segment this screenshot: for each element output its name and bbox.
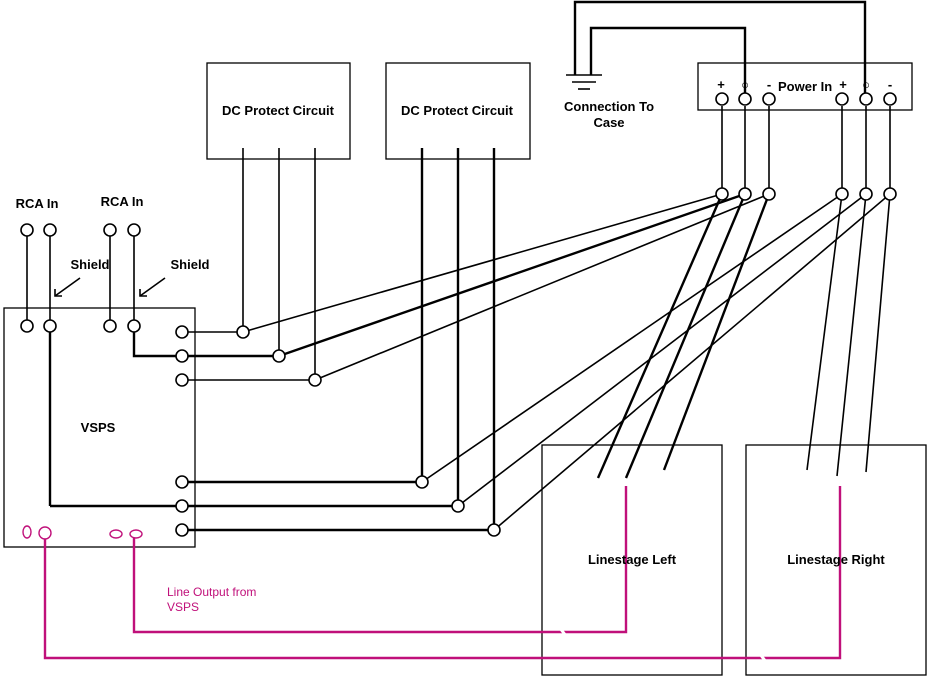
- vsps-input-terminal-4: [127, 319, 141, 333]
- supply-wire-5: [457, 193, 867, 507]
- supply-wire-1: [242, 193, 723, 333]
- junction-terminal-3: [762, 187, 776, 201]
- dc2-node-2: [451, 499, 465, 513]
- vsps-input-terminal-1: [20, 319, 34, 333]
- shield-right-label: Shield: [170, 257, 209, 272]
- vsps-label: VSPS: [81, 420, 116, 435]
- wire-crossover-gap-right: [758, 653, 768, 663]
- linestage-left-feed-2: [624, 193, 747, 479]
- linestage-left-box: [541, 444, 723, 676]
- vsps-output-terminal-1: [22, 525, 32, 539]
- vsps-output-terminal-2: [38, 526, 52, 540]
- supply-wire-2: [278, 192, 746, 358]
- dc1-node-3: [308, 373, 322, 387]
- rca-left-terminal-a: [20, 223, 34, 237]
- line-output-wire-left: [132, 486, 628, 634]
- linestage-right-box: [745, 444, 927, 676]
- power-in-terminal-left-minus: [762, 92, 776, 106]
- supply-wire-6: [493, 193, 891, 531]
- vsps-terminal-1: [175, 325, 189, 339]
- power-in-label: Power In: [778, 79, 832, 94]
- dc-protect-circuit-1-box: [206, 62, 351, 160]
- dc1-node-2: [272, 349, 286, 363]
- power-left-ground-symbol: ○: [741, 77, 749, 92]
- linestage-left-label: Linestage Left: [588, 552, 677, 567]
- supply-wire-3: [314, 193, 770, 381]
- rca-right-terminal-a: [103, 223, 117, 237]
- dc2-node-1: [415, 475, 429, 489]
- vsps-terminal-5: [175, 499, 189, 513]
- junction-terminal-5: [859, 187, 873, 201]
- supply-wire-4: [421, 193, 843, 483]
- linestage-left-feed-1: [596, 193, 724, 479]
- shield-arrow-left: [54, 277, 81, 297]
- power-right-minus-symbol: -: [888, 77, 892, 92]
- linestage-right-feed-1: [806, 193, 843, 471]
- vsps-input-terminal-2: [43, 319, 57, 333]
- power-right-plus-symbol: +: [839, 77, 847, 92]
- dc-protect-1-label: DC Protect Circuit: [222, 103, 335, 118]
- power-in-terminal-left-ground: [738, 92, 752, 106]
- rca-in-right-label: RCA In: [101, 194, 144, 209]
- power-in-terminal-right-minus: [883, 92, 897, 106]
- junction-terminal-6: [883, 187, 897, 201]
- linestage-left-feed-3: [662, 193, 771, 471]
- dc-protect-circuit-2-box: [385, 62, 531, 160]
- power-in-terminal-right-ground: [859, 92, 873, 106]
- vsps-terminal-4: [175, 475, 189, 489]
- dc1-node-1: [236, 325, 250, 339]
- junction-terminal-2: [738, 187, 752, 201]
- shield-left-label: Shield: [70, 257, 109, 272]
- power-left-minus-symbol: -: [767, 77, 771, 92]
- connection-to-case-label-line1: Connection To: [564, 99, 654, 114]
- wire-crossover-gap-left: [558, 627, 568, 637]
- junction-terminal-1: [715, 187, 729, 201]
- line-output-label-line1: Line Output from: [167, 585, 256, 599]
- vsps-terminal-6: [175, 523, 189, 537]
- linestage-right-feed-3: [865, 193, 891, 473]
- case-ground-wire-outer: [573, 0, 867, 98]
- power-right-ground-symbol: ○: [862, 77, 870, 92]
- dc-protect-2-label: DC Protect Circuit: [401, 103, 514, 118]
- vsps-output-terminal-4: [129, 529, 143, 539]
- rca-right-terminal-b: [127, 223, 141, 237]
- linestage-right-label: Linestage Right: [787, 552, 885, 567]
- vsps-terminal-3: [175, 373, 189, 387]
- line-output-wire-right: [43, 486, 842, 660]
- vsps-terminal-2: [175, 349, 189, 363]
- shield-arrow-right: [139, 277, 166, 297]
- power-in-box: [697, 62, 913, 111]
- vsps-internal-right-ground: [132, 326, 182, 358]
- linestage-right-feed-2: [836, 193, 867, 477]
- power-in-terminal-right-plus: [835, 92, 849, 106]
- power-left-plus-symbol: +: [717, 77, 725, 92]
- connection-to-case-label-line2: Case: [593, 115, 624, 130]
- vsps-output-terminal-3: [109, 529, 123, 539]
- power-in-terminal-left-plus: [715, 92, 729, 106]
- dc2-node-3: [487, 523, 501, 537]
- line-output-label-line2: VSPS: [167, 600, 199, 614]
- rca-left-terminal-b: [43, 223, 57, 237]
- chassis-ground-symbol: [566, 74, 602, 90]
- rca-in-left-label: RCA In: [16, 196, 59, 211]
- junction-terminal-4: [835, 187, 849, 201]
- case-ground-wire-inner: [589, 26, 747, 98]
- vsps-input-terminal-3: [103, 319, 117, 333]
